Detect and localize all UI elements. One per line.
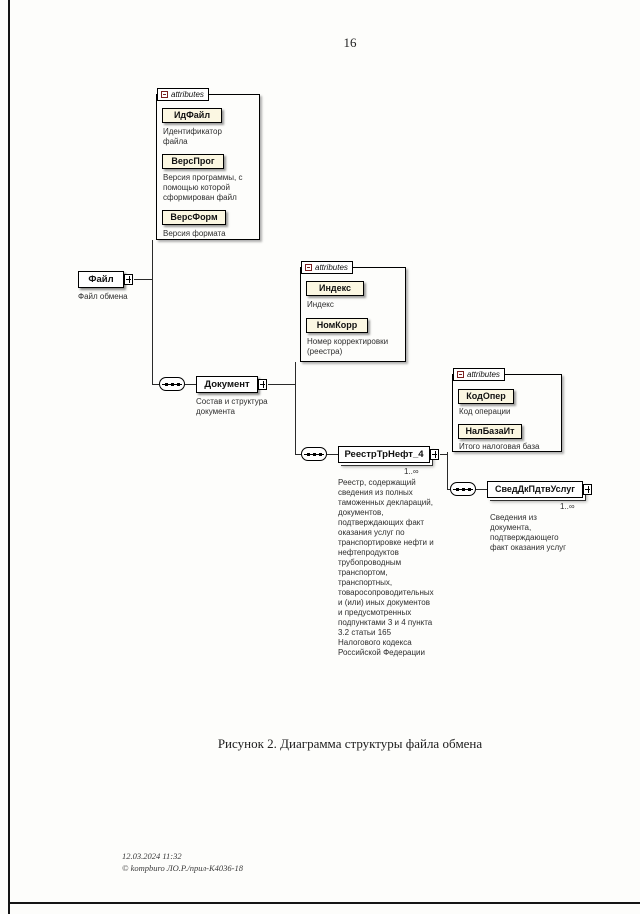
expand-icon	[583, 484, 592, 495]
scan-border-bottom	[8, 902, 640, 904]
attribute-box: ВерсПрог	[162, 154, 224, 169]
attribute-box: НомКорр	[306, 318, 368, 333]
figure-caption: Рисунок 2. Диаграмма структуры файла обм…	[217, 736, 483, 751]
attributes-tab: attributes	[157, 88, 209, 101]
attribute-caption: Код операции	[459, 407, 511, 416]
attribute-caption: Идентификатор файла	[163, 127, 222, 146]
scan-border-left	[8, 0, 10, 914]
element-box-document: Документ	[196, 376, 267, 393]
footer-datetime: 12.03.2024 11:32	[122, 851, 182, 861]
element-caption: Сведения из документа, подтверждающего ф…	[490, 513, 567, 552]
attribute-caption: Индекс	[307, 300, 334, 309]
element-caption: Состав и структура документа	[196, 397, 268, 416]
element-caption: Файл обмена	[78, 292, 128, 301]
attribute-box: НалБазаИт	[458, 424, 522, 439]
sequence-compositor-icon	[301, 447, 327, 461]
expand-icon	[258, 379, 267, 390]
connector-line	[327, 454, 338, 455]
connector-line	[476, 489, 487, 490]
attribute-box: ИдФайл	[162, 108, 222, 123]
attributes-tab: attributes	[453, 368, 505, 381]
attribute-caption: Номер корректировки (реестра)	[307, 337, 389, 356]
collapse-minus-icon	[457, 371, 464, 378]
collapse-minus-icon	[161, 91, 168, 98]
attribute-caption: Версия программы, с помощью которой сфор…	[163, 173, 243, 202]
attributes-tab: attributes	[301, 261, 353, 274]
attributes-label: attributes	[315, 263, 348, 272]
attribute-caption: Версия формата	[163, 229, 226, 238]
element-name: СведДкПдтвУслуг	[494, 484, 576, 494]
footer-stamp: 12.03.2024 11:32 © kompburo ЛО.Р./прил-К…	[122, 850, 243, 874]
footer-reference: © kompburo ЛО.Р./прил-К4036-18	[122, 863, 243, 873]
connector-line	[447, 452, 448, 490]
attribute-box: ВерсФорм	[162, 210, 226, 225]
element-box-reestr-tr-neft: РеестрТрНефт_4	[338, 446, 439, 463]
page-number: 16	[343, 35, 357, 50]
element-box-file: Файл	[78, 271, 133, 288]
attribute-box: Индекс	[306, 281, 364, 296]
connector-line	[134, 279, 152, 280]
connector-line	[295, 362, 296, 455]
expand-icon	[124, 274, 133, 285]
connector-line	[185, 384, 196, 385]
connector-line	[268, 384, 295, 385]
element-name: Файл	[88, 274, 114, 285]
connector-line	[152, 384, 159, 385]
connector-line	[440, 454, 447, 455]
connector-line	[295, 454, 301, 455]
element-name: Документ	[204, 379, 250, 390]
sequence-compositor-icon	[159, 377, 185, 391]
sequence-compositor-icon	[450, 482, 476, 496]
occurrence-label: 1..∞	[560, 502, 575, 511]
element-box-sved-dk-pdtv-uslug: СведДкПдтвУслуг	[487, 481, 592, 498]
attribute-caption: Итого налоговая база	[459, 442, 540, 451]
attribute-box: КодОпер	[458, 389, 514, 404]
occurrence-label: 1..∞	[404, 467, 419, 476]
element-caption: Реестр, содержащий сведения из полных та…	[338, 478, 434, 657]
collapse-minus-icon	[305, 264, 312, 271]
connector-line	[447, 489, 450, 490]
attributes-group-reestr	[452, 374, 562, 452]
connector-line	[152, 240, 153, 385]
element-name: РеестрТрНефт_4	[344, 449, 424, 460]
attributes-label: attributes	[467, 370, 500, 379]
attributes-label: attributes	[171, 90, 204, 99]
attributes-group-document	[300, 267, 406, 362]
expand-icon	[430, 449, 439, 460]
